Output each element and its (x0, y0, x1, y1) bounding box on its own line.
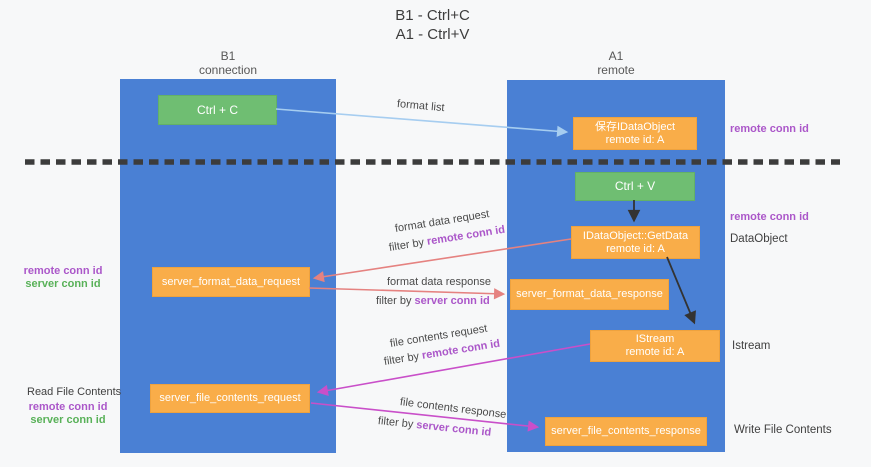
save-idataobject-line2: remote id: A (605, 133, 665, 146)
read-file-contents-label: Read File Contents (27, 386, 122, 398)
lane-a1-subtitle: remote (597, 63, 635, 77)
format-data-response-arrow (308, 287, 506, 300)
istream-side-label: Istream (732, 340, 771, 352)
server-format-data-response-box: server_format_data_response (510, 279, 669, 310)
title-line-2: A1 - Ctrl+V (395, 26, 470, 43)
filter-by-server-conn-id-1: filter by server conn id (376, 295, 490, 307)
server-format-data-request-label: server_format_data_request (161, 275, 301, 288)
ctrl-c-box: Ctrl + C (158, 95, 277, 125)
right-remote-conn-id-mid: remote conn id (730, 211, 809, 223)
lane-header-b1: B1 connection (120, 49, 336, 77)
left-remote-conn-id-top: remote conn id (23, 265, 103, 277)
server-conn-id-text: server conn id (415, 419, 492, 439)
lane-b1-subtitle: connection (198, 63, 258, 77)
file-contents-response-label: file contents response (399, 396, 507, 421)
lane-header-a1: A1 remote (507, 49, 725, 77)
istream-line1: IStream (635, 333, 675, 345)
left-server-conn-id-top: server conn id (25, 278, 101, 290)
server-format-data-request-box: server_format_data_request (152, 267, 310, 297)
server-format-data-response-label: server_format_data_response (516, 288, 663, 300)
format-data-response-label: format data response (387, 276, 491, 288)
server-file-contents-request-box: server_file_contents_request (150, 384, 310, 413)
left-conn-ids-bottom: remote conn id server conn id (23, 401, 113, 427)
write-file-contents-label: Write File Contents (734, 424, 832, 436)
filter-by-text: filter by (377, 415, 414, 431)
filter-by-text: filter by (383, 350, 420, 368)
right-remote-conn-id-top: remote conn id (730, 123, 809, 135)
getdata-line1: IDataObject::GetData (582, 229, 689, 242)
ctrl-c-label: Ctrl + C (196, 102, 238, 117)
save-idataobject-box: 保存IDataObject remote id: A (573, 117, 697, 150)
diagram-title: B1 - Ctrl+C A1 - Ctrl+V (330, 6, 535, 44)
filter-by-server-conn-id-2: filter by server conn id (377, 415, 491, 439)
istream-line2: remote id: A (625, 346, 685, 358)
ctrl-v-label: Ctrl + V (614, 179, 656, 193)
getdata-line2: remote id: A (606, 242, 665, 255)
server-conn-id-text: server conn id (414, 295, 490, 307)
server-file-contents-response-box: server_file_contents_response (545, 417, 707, 446)
format-list-label: format list (396, 98, 446, 115)
filter-by-text: filter by (376, 295, 412, 307)
left-conn-ids-top: remote conn id server conn id (18, 265, 108, 291)
lane-b1-name: B1 (220, 49, 236, 63)
lane-a1-name: A1 (608, 49, 624, 63)
save-idataobject-line1: 保存IDataObject (594, 120, 676, 133)
filter-by-text: filter by (388, 236, 425, 254)
idataobject-getdata-box: IDataObject::GetData remote id: A (571, 226, 700, 259)
left-server-conn-id-bottom: server conn id (30, 414, 106, 426)
title-line-1: B1 - Ctrl+C (395, 7, 470, 24)
server-file-contents-request-label: server_file_contents_request (159, 392, 301, 404)
istream-box: IStream remote id: A (590, 330, 720, 362)
server-file-contents-response-label: server_file_contents_response (551, 425, 701, 437)
ctrl-v-box: Ctrl + V (575, 172, 695, 201)
dataobject-label: DataObject (730, 233, 788, 245)
left-remote-conn-id-bottom: remote conn id (28, 401, 108, 413)
